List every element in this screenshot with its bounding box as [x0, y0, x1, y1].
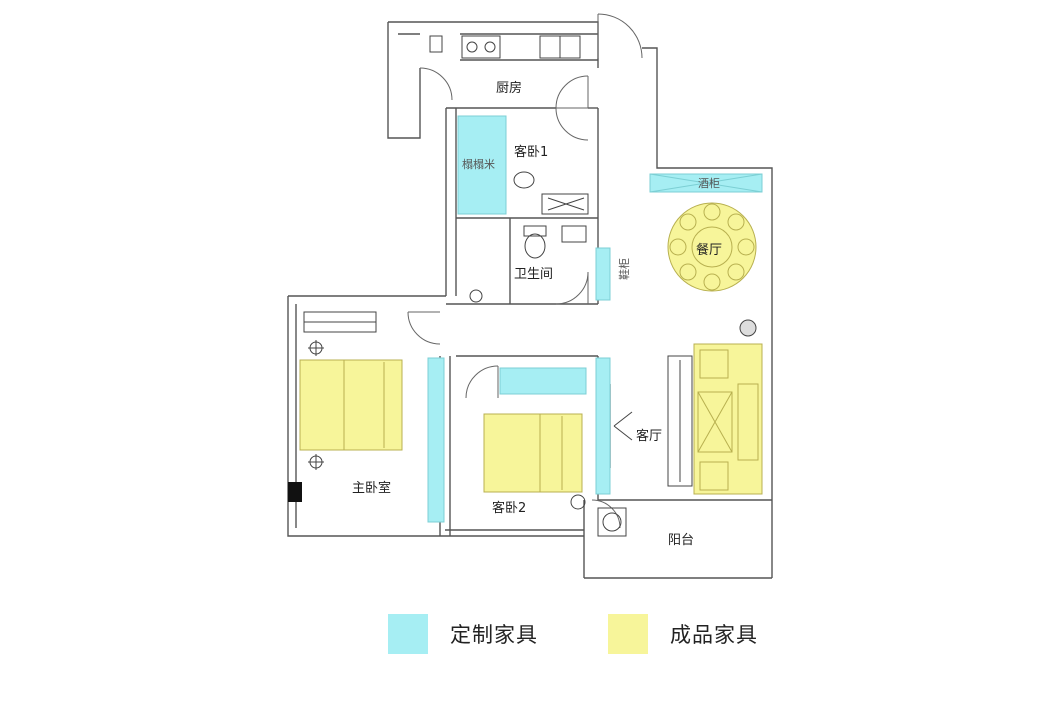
room-labels: 厨房 客卧1 榻榻米 卫生间 餐厅 酒柜 鞋柜 主卧室 客卧2 客厅 阳台	[352, 80, 722, 548]
outer-walls	[287, 21, 773, 579]
label-guest-bedroom-1: 客卧1	[514, 144, 548, 160]
tatami-platform	[457, 115, 507, 215]
guest2-bed	[483, 413, 583, 493]
custom-furniture	[427, 115, 763, 523]
label-wine-cabinet: 酒柜	[698, 177, 720, 190]
legend-item-finished: 成品家具	[608, 614, 758, 654]
door-swings	[407, 13, 643, 529]
stove	[461, 35, 501, 59]
toilet	[524, 233, 546, 259]
shower	[469, 289, 483, 303]
desk-chair	[513, 171, 535, 189]
plant	[739, 319, 757, 337]
fridge	[429, 35, 443, 53]
label-master-bedroom: 主卧室	[352, 480, 391, 496]
label-guest-bedroom-2: 客卧2	[492, 500, 526, 516]
fixtures	[303, 35, 757, 537]
shoe-cabinet	[595, 247, 611, 301]
label-dining: 餐厅	[696, 242, 722, 258]
label-kitchen: 厨房	[496, 80, 522, 96]
tv-cabinet	[595, 357, 611, 495]
legend-label-finished: 成品家具	[670, 623, 758, 647]
toilet-tank	[523, 225, 547, 237]
legend-item-custom: 定制家具	[388, 614, 538, 654]
desk	[541, 193, 589, 215]
label-tatami: 榻榻米	[462, 157, 495, 171]
dining-chairs	[669, 203, 755, 291]
guest2-wardrobe	[499, 367, 587, 395]
label-living-room: 客厅	[636, 428, 662, 444]
guest2-lamp	[570, 494, 586, 510]
master-wardrobe	[427, 357, 445, 523]
washing-machine	[597, 507, 627, 537]
legend: 定制家具 成品家具	[388, 614, 828, 654]
legend-swatch-finished	[608, 614, 648, 654]
legend-swatch-custom	[388, 614, 428, 654]
label-balcony: 阳台	[668, 533, 694, 548]
structural-column	[288, 482, 302, 502]
coffee-table	[697, 391, 733, 453]
legend-label-custom: 定制家具	[450, 623, 538, 647]
master-bed	[299, 359, 403, 451]
wash-basin	[561, 225, 587, 243]
finished-furniture	[299, 202, 763, 495]
tv-console	[667, 355, 693, 487]
label-bathroom: 卫生间	[514, 267, 553, 282]
label-shoe-cabinet: 鞋柜	[617, 258, 631, 280]
